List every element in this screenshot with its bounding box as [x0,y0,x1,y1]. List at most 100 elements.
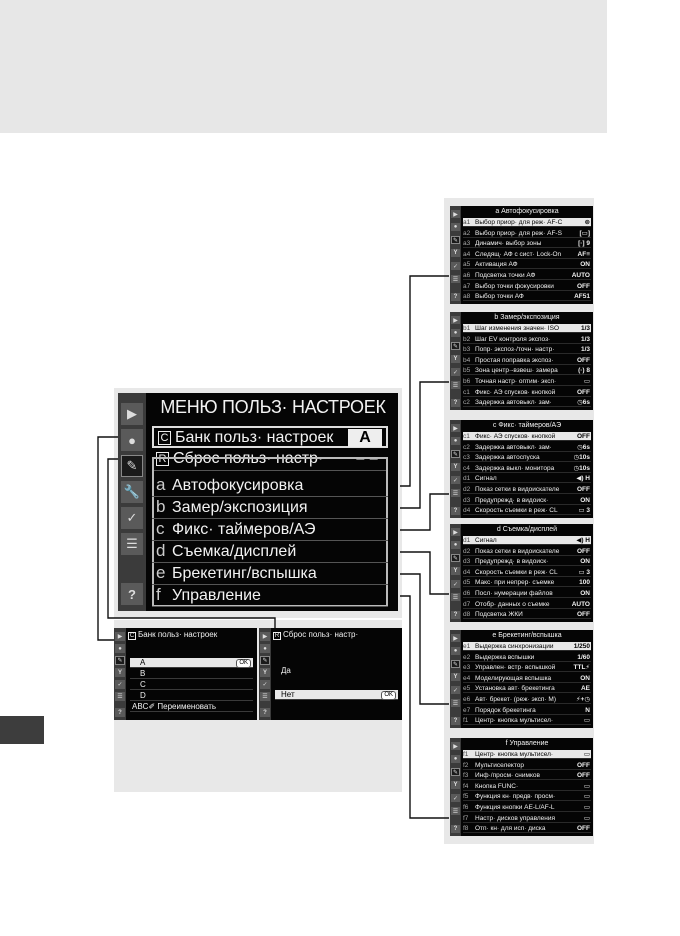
playback-menu-icon[interactable]: ▶ [121,403,143,425]
setting-label: Фикс· АЭ спусков· кнопкой [475,433,556,440]
bank-option-c[interactable]: C [130,680,253,690]
setting-label: Точная настр· оптим· эксп· [475,378,557,385]
setting-code: e3 [463,664,471,672]
setup-wrench-icon[interactable]: 🔧 [121,481,143,503]
setting-code: e7 [463,706,471,714]
setting-code: d3 [463,558,471,566]
ok-icon: OK [381,691,396,700]
line-f [400,595,449,819]
setting-value: ◀) H [576,537,590,544]
setting-label: Выбор приор· для реж· AF-C [475,219,563,226]
setting-value: ▭ [583,804,590,811]
help-icon[interactable]: ? [121,583,143,605]
setting-value: ◷6s [577,399,590,407]
shooting-menu-icon[interactable]: ● [121,429,143,451]
setting-code: a8 [463,293,471,301]
retouch-icon[interactable]: ✓ [121,507,143,529]
bank-option-a[interactable]: A OK [130,658,253,668]
menu-item-letter: a [156,475,166,494]
setting-label: Выдержка синхронизации [475,643,554,650]
menu-item-label: Фикс· таймеров/АЭ [172,521,316,538]
my-menu-icon[interactable]: ☰ [121,533,143,555]
setting-label: Простая поправка экспоз· [475,356,554,364]
bank-option-b[interactable]: B [130,669,253,679]
menu-tab-column: ▶ ● ✎ Y ✓ ☰ ? [114,628,126,720]
custom-settings-pencil-icon[interactable]: ✎ [121,455,143,477]
setting-value: ▭ 3 [578,507,590,515]
reset-option-yes[interactable]: Да [275,666,398,676]
setting-code: f6 [463,804,469,811]
setting-value: OFF [577,388,590,396]
playback-menu-icon: ▶ [451,528,460,536]
setting-label: Показ сетки в видоискателе [475,547,560,555]
setting-value: ON [580,558,590,566]
setting-code: e2 [463,653,471,661]
setup-wrench-icon: Y [451,781,460,789]
reset-option-no[interactable]: Нет OK [275,690,398,700]
help-icon: ? [451,717,460,725]
help-icon: ? [260,708,270,717]
setting-code: f1 [463,751,469,758]
bank-option-d[interactable]: D [130,691,253,701]
rename-option[interactable]: ABC✐ Переименовать [130,702,253,712]
setting-value: 1/3 [580,346,590,354]
setting-code: a5 [463,261,471,269]
